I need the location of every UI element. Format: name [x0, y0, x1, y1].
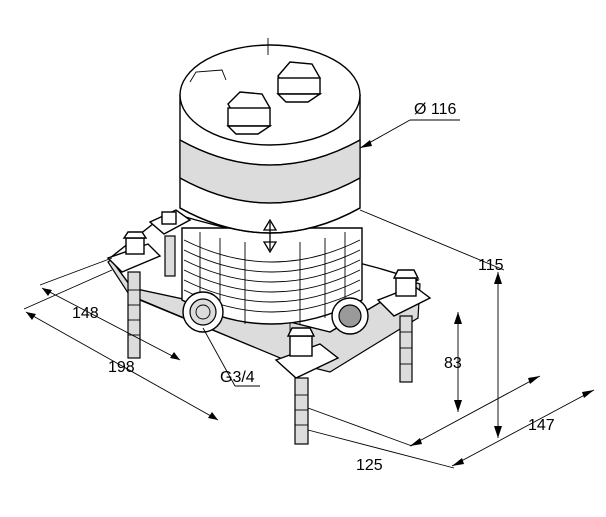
outlet-g34-left: [182, 291, 224, 333]
outlet-right: [331, 297, 369, 335]
depth-125-label: 125: [356, 457, 383, 474]
mounting-foot-right: [376, 269, 432, 383]
width-148-label: 148: [72, 305, 99, 322]
mounting-foot-left: [106, 231, 162, 359]
hex-nut-right: [276, 61, 323, 103]
width-198-label: 198: [108, 359, 135, 376]
protection-cylinder: [179, 38, 361, 234]
height-total-label: 115: [478, 257, 504, 274]
depth-147-label: 147: [528, 417, 555, 434]
diameter-label: Ø 116: [414, 101, 457, 118]
height-83-label: 83: [444, 355, 462, 372]
mounting-foot-front: [274, 327, 340, 445]
mounting-foot-back: [148, 209, 192, 277]
double-arrow-icon: [262, 218, 278, 254]
hex-nut-left: [226, 91, 273, 135]
dimension-lines: [23, 119, 595, 469]
thread-label: G3/4: [220, 369, 255, 386]
